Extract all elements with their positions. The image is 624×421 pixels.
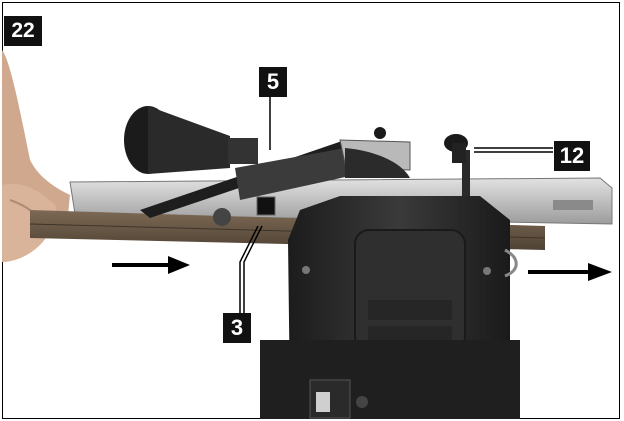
callout-12: 12 xyxy=(554,141,590,171)
arrow-right-icon xyxy=(528,263,612,281)
figure-number: 22 xyxy=(4,16,42,46)
callout-5: 5 xyxy=(259,67,287,97)
dust-hood xyxy=(124,106,258,174)
callout-3: 3 xyxy=(223,313,251,343)
machine-body xyxy=(260,196,520,419)
fence-lock-knob xyxy=(444,134,470,208)
callout-leaders xyxy=(239,97,553,313)
blade-guard xyxy=(140,127,411,226)
brand-plate xyxy=(553,200,593,210)
arrow-right-icon xyxy=(112,256,190,274)
